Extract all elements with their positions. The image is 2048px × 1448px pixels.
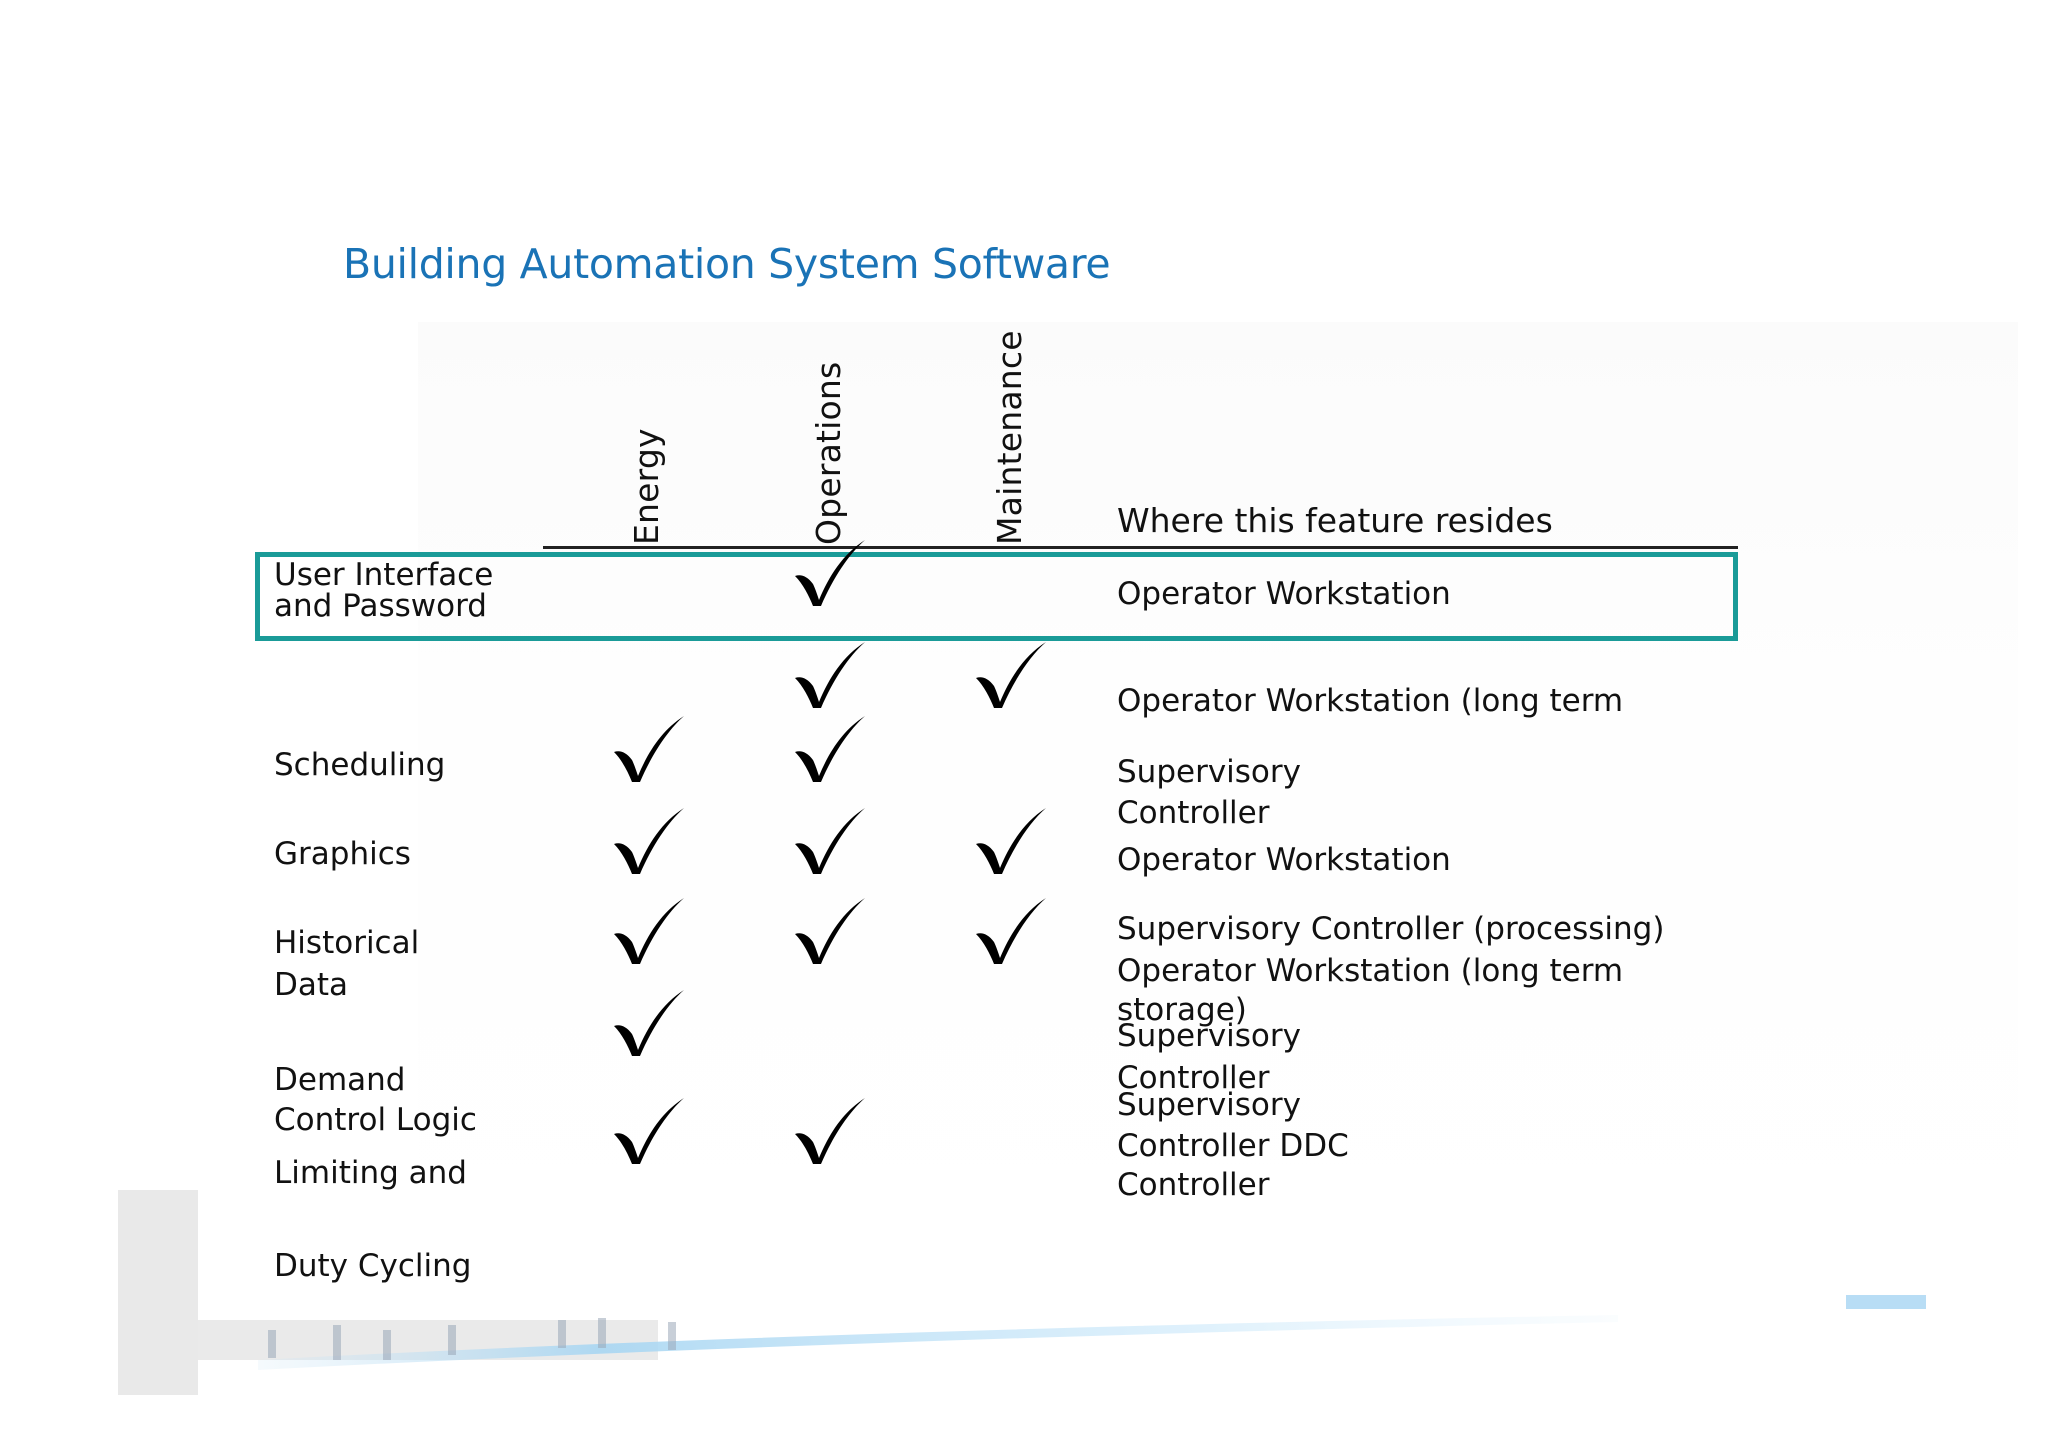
feature-label: Graphics [274, 836, 411, 872]
feature-label: User Interface and Password [274, 557, 494, 624]
feature-label: Scheduling [274, 747, 446, 783]
column-header-energy: Energy [627, 428, 666, 545]
slide-panel [418, 322, 2018, 1322]
checkmark-icon [612, 808, 686, 874]
checkmark-icon [793, 540, 867, 606]
checkmark-icon [974, 642, 1048, 708]
column-header-operations: Operations [809, 361, 848, 545]
checkmark-icon [793, 716, 867, 782]
checkmark-icon [974, 808, 1048, 874]
checkmark-icon [793, 898, 867, 964]
checkmark-icon [793, 808, 867, 874]
resides-text: Supervisory Controller DDC Controller [1117, 1087, 1349, 1203]
checkmark-icon [612, 1098, 686, 1164]
resides-text: Supervisory Controller (processing) Oper… [1117, 911, 1665, 1028]
resides-text: Operator Workstation [1117, 576, 1451, 612]
decorative-footer-band [118, 1190, 1926, 1395]
resides-text: Operator Workstation (long term [1117, 683, 1624, 719]
checkmark-icon [612, 990, 686, 1056]
checkmark-icon [793, 642, 867, 708]
resides-column-header: Where this feature resides [1117, 501, 1553, 540]
slide-title: Building Automation System Software [343, 240, 1111, 288]
checkmark-icon [612, 898, 686, 964]
resides-text: Supervisory Controller [1117, 1018, 1301, 1096]
feature-label: Control Logic [274, 1102, 477, 1138]
checkmark-icon [612, 716, 686, 782]
highlighted-row-frame [255, 552, 1738, 641]
feature-label: Historical Data [274, 925, 420, 1003]
resides-text: Operator Workstation [1117, 842, 1451, 878]
header-divider [543, 546, 1738, 549]
feature-label: Demand Limiting and Duty Cycling [274, 1062, 472, 1284]
column-header-maintenance: Maintenance [990, 330, 1029, 545]
resides-text: Supervisory Controller [1117, 754, 1301, 831]
checkmark-icon [793, 1098, 867, 1164]
checkmark-icon [974, 898, 1048, 964]
